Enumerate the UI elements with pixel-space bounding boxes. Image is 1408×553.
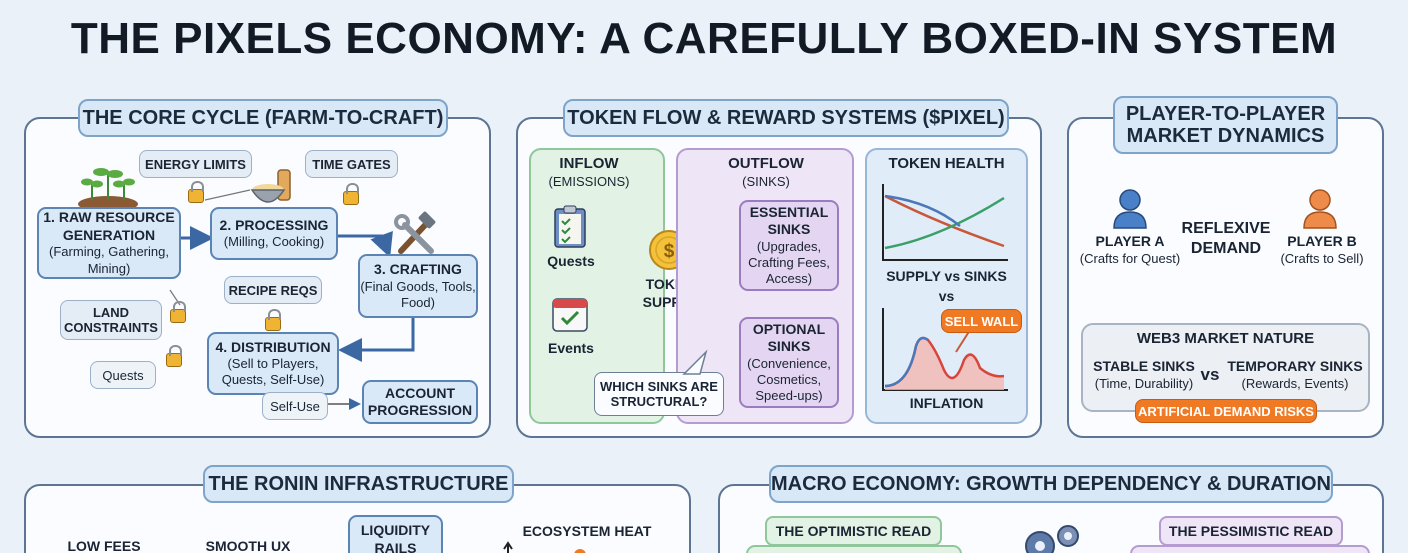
energy-limits-tag: ENERGY LIMITS [139,150,252,178]
ecosystem-heat-label: ECOSYSTEM HEAT [522,523,652,539]
processing-sub: (Milling, Cooking) [223,234,325,250]
inflow-events-label: Events [548,340,594,356]
reflexive-demand-label: REFLEXIVE DEMAND [1181,220,1271,257]
gear-icon [1025,525,1079,553]
page-title: THE PIXELS ECONOMY: A CAREFULLY BOXED-IN… [70,14,1338,63]
lock-icon [166,345,182,367]
person-icon [1303,189,1337,229]
web3-market-title: WEB3 MARKET NATURE [1136,330,1315,347]
processing-title: 2. PROCESSING [219,216,329,233]
lock-icon [188,181,204,203]
macro-heading: MACRO ECONOMY: GROWTH DEPENDENCY & DURAT… [769,465,1333,503]
ecosystem-heat-axis [503,541,586,553]
lock-icon [343,183,359,205]
vs-label: vs [938,288,955,304]
pessimistic-box-edge [1130,545,1370,553]
raw-resource-sub: (Farming, Gathering, Mining) [49,244,169,276]
distribution-title: 4. DISTRIBUTION [215,338,331,355]
optional-sinks-box: OPTIONAL SINKS (Convenience, Cosmetics, … [739,317,839,408]
optimistic-read-tag: THE OPTIMISTIC READ [765,516,942,546]
land-constraints-tag: LAND CONSTRAINTS [60,300,162,340]
crafting-box: 3. CRAFTING (Final Goods, Tools, Food) [358,254,478,318]
essential-sinks-title: ESSENTIAL SINKS [749,203,829,238]
low-fees-label: LOW FEES [67,538,141,553]
player-b-label: PLAYER B(Crafts to Sell) [1280,233,1364,266]
clipboard-icon [554,205,586,248]
structural-question-bubble: WHICH SINKS ARE STRUCTURAL? [594,372,724,416]
person-icon [1113,189,1147,229]
inflation-chart [882,308,1008,391]
liquidity-rails-box: LIQUIDITY RAILS [348,515,443,553]
grain-bowl-icon [250,169,291,203]
calendar-icon [552,298,588,332]
supply-vs-sinks-chart [882,184,1008,261]
hammer-wrench-icon [394,211,436,254]
processing-box: 2. PROCESSING (Milling, Cooking) [210,207,338,260]
player-a-label: PLAYER A(Crafts for Quest) [1079,233,1181,266]
crafting-sub: (Final Goods, Tools, Food) [360,278,476,310]
bubble-tail [682,349,708,375]
market-heading: PLAYER-TO-PLAYER MARKET DYNAMICS [1113,96,1338,154]
smooth-ux-label: SMOOTH UX [205,538,291,553]
quests-tag: Quests [90,361,156,389]
distribution-box: 4. DISTRIBUTION (Sell to Players, Quests… [207,332,339,395]
raw-resource-box: 1. RAW RESOURCE GENERATION (Farming, Gat… [37,207,181,279]
sell-wall-badge: SELL WALL [941,309,1022,333]
outflow-title: OUTFLOW(SINKS) [728,155,804,189]
core-cycle-heading: THE CORE CYCLE (FARM-TO-CRAFT) [78,99,448,137]
account-progression-label: ACCOUNT PROGRESSION [367,384,473,419]
lock-icon [265,309,281,331]
inflow-quests-label: Quests [547,253,595,269]
essential-sinks-box: ESSENTIAL SINKS (Upgrades, Crafting Fees… [739,200,839,291]
crafting-title: 3. CRAFTING [374,261,462,277]
recipe-reqs-tag: RECIPE REQS [224,276,322,304]
pessimistic-read-tag: THE PESSIMISTIC READ [1159,516,1343,546]
self-use-tag: Self-Use [262,392,328,420]
optimistic-box-edge [746,545,962,553]
account-progression-box: ACCOUNT PROGRESSION [362,380,478,424]
token-flow-heading: TOKEN FLOW & REWARD SYSTEMS ($PIXEL) [563,99,1009,137]
seedling-icon [78,168,138,212]
inflow-title: INFLOW(EMISSIONS) [548,155,630,189]
supply-vs-sinks-label: SUPPLY vs SINKS [886,268,1007,284]
lock-icon [170,301,186,323]
temporary-sinks-label: TEMPORARY SINKS(Rewards, Events) [1227,358,1363,391]
artificial-demand-risk-badge: ARTIFICIAL DEMAND RISKS [1135,399,1317,423]
svg-text:$: $ [664,241,675,262]
stable-sinks-label: STABLE SINKS(Time, Durability) [1093,358,1195,391]
liquidity-rails-label: LIQUIDITY RAILS [360,522,431,553]
essential-sinks-sub: (Upgrades, Crafting Fees, Access) [748,238,830,287]
inflation-label: INFLATION [909,395,984,411]
raw-resource-title: 1. RAW RESOURCE GENERATION [43,209,175,243]
distribution-sub: (Sell to Players, Quests, Self-Use) [221,356,325,388]
ronin-heading: THE RONIN INFRASTRUCTURE [203,465,514,503]
token-health-title: TOKEN HEALTH [888,155,1005,172]
time-gates-tag: TIME GATES [305,150,398,178]
market-vs-label: vs [1200,365,1220,384]
web3-market-box [1081,323,1370,412]
optional-sinks-title: OPTIONAL SINKS [752,320,826,355]
optional-sinks-sub: (Convenience, Cosmetics, Speed-ups) [747,355,831,404]
